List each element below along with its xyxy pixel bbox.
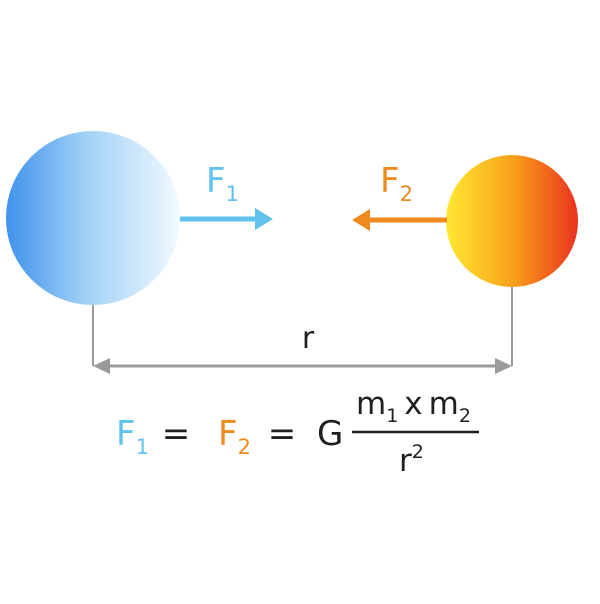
equation-f1: F1: [116, 414, 149, 459]
equation-constant-g: G: [317, 414, 343, 454]
equation-equals-2: =: [268, 414, 297, 454]
distance-label: r: [302, 321, 315, 356]
mass-2-sphere: [446, 155, 578, 287]
mass-1-sphere: [6, 131, 180, 305]
dimension-arrowhead-right: [495, 358, 512, 374]
distance-dimension: [92, 287, 513, 374]
equation-equals-1: =: [162, 414, 191, 454]
equation-f2: F2: [218, 414, 251, 459]
dimension-arrowhead-left: [93, 358, 110, 374]
force-label-f1: F1: [206, 161, 239, 206]
force-arrow-f2: [352, 209, 447, 231]
force-label-f2: F2: [380, 161, 413, 206]
equation-denominator: r2: [399, 441, 424, 479]
force-arrow-f1: [180, 208, 273, 230]
